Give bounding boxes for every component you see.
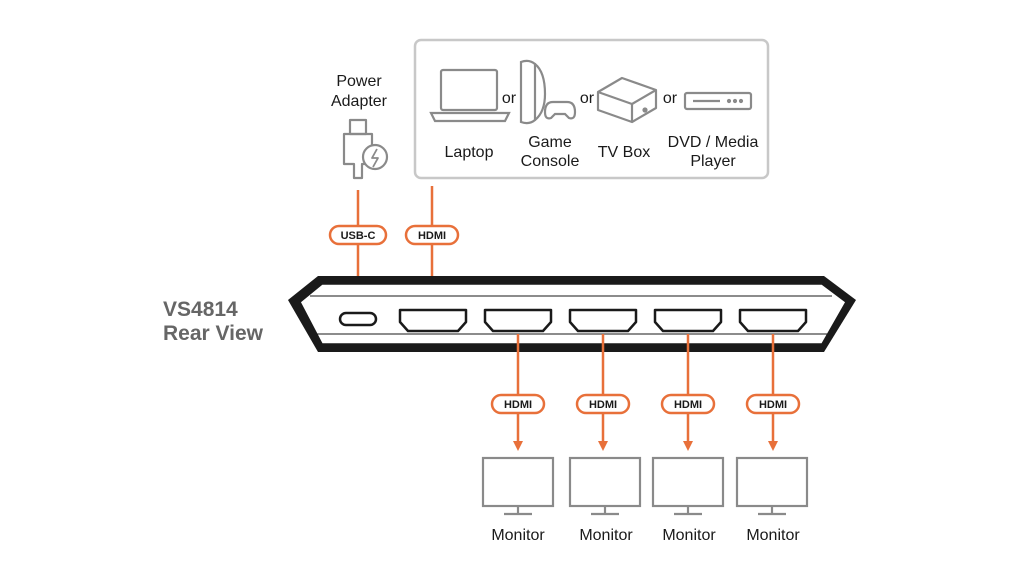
or-separator: or [663,90,678,107]
input-hdmi-connector-label: HDMI [404,224,460,246]
monitor-icon-3 [651,456,725,516]
usb-c-connector-label: USB-C [328,224,388,246]
monitor-label-1: Monitor [491,527,545,544]
svg-text:HDMI: HDMI [418,230,446,242]
power-adapter-label-2: Adapter [331,93,388,110]
device-title: VS4814 [163,298,238,321]
monitor-label-3: Monitor [662,527,716,544]
hdmi-output-port-1 [483,308,553,333]
usb-c-port [338,311,378,327]
svg-text:HDMI: HDMI [759,399,787,411]
game-console-icon [519,59,577,125]
hdmi-input-port [398,308,468,333]
svg-text:HDMI: HDMI [589,399,617,411]
laptop-icon [429,68,511,123]
or-separator: or [580,90,595,107]
monitor-label-2: Monitor [579,527,633,544]
monitor-icon-1 [481,456,555,516]
output-hdmi-connector-label-4: HDMI [745,393,801,415]
svg-text:HDMI: HDMI [674,399,702,411]
source-label-media-player-2: Player [690,153,736,170]
source-label-game-console-2: Console [521,153,580,170]
media-player-icon [683,91,753,111]
monitor-label-4: Monitor [746,527,800,544]
source-label-media-player-1: DVD / Media [668,134,759,151]
output-hdmi-connector-label-3: HDMI [660,393,716,415]
svg-text:USB-C: USB-C [341,230,376,242]
vs4814-device [288,276,856,352]
tv-box-icon [596,76,658,124]
svg-text:HDMI: HDMI [504,399,532,411]
source-label-tv-box: TV Box [598,144,650,161]
device-subtitle: Rear View [163,322,264,345]
monitor-icon-4 [735,456,809,516]
output-hdmi-connector-label-2: HDMI [575,393,631,415]
or-separator: or [502,90,517,107]
monitor-icon-2 [568,456,642,516]
power-adapter-icon [342,118,389,180]
source-label-game-console-1: Game [528,134,572,151]
power-adapter-label-1: Power [336,73,382,90]
source-devices-box [413,38,770,180]
output-hdmi-connector-label-1: HDMI [490,393,546,415]
hdmi-output-port-3 [653,308,723,333]
source-label-laptop: Laptop [445,144,494,161]
hdmi-output-port-2 [568,308,638,333]
hdmi-output-port-4 [738,308,808,333]
